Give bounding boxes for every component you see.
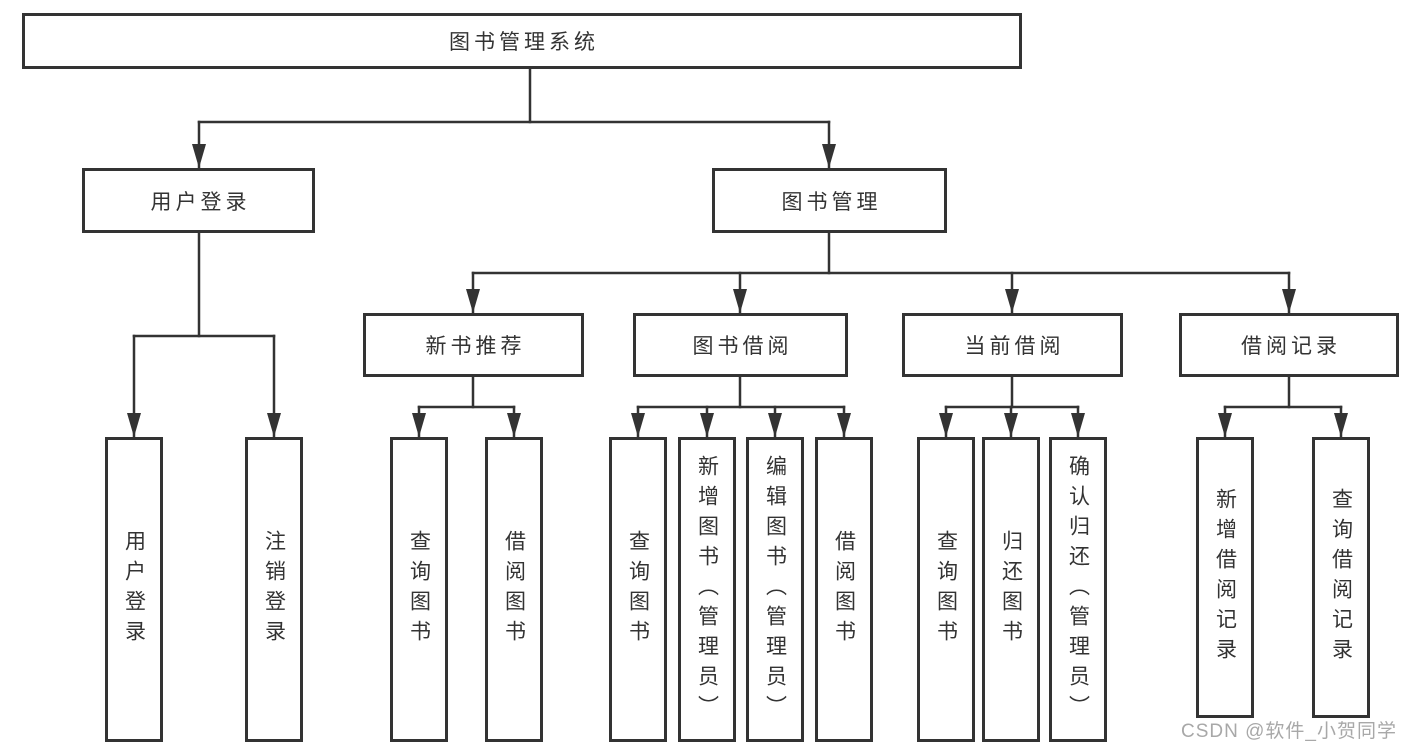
leaf-record-query: 查询借阅记录 bbox=[1312, 437, 1370, 718]
leaf-current-confirm-return-admin: 确认归还（管理员） bbox=[1049, 437, 1107, 742]
leaf-borrow-edit-admin: 编辑图书（管理员） bbox=[746, 437, 804, 742]
leaf-borrow-query: 查询图书 bbox=[609, 437, 667, 742]
csdn-watermark: CSDN @软件_小贺同学 bbox=[1181, 721, 1397, 742]
node-root-system: 图书管理系统 bbox=[22, 13, 1022, 69]
node-book-manage: 图书管理 bbox=[712, 168, 947, 233]
leaf-current-query: 查询图书 bbox=[917, 437, 975, 742]
leaf-user-logout: 注销登录 bbox=[245, 437, 303, 742]
leaf-newbook-borrow: 借阅图书 bbox=[485, 437, 543, 742]
node-current-borrow: 当前借阅 bbox=[902, 313, 1123, 377]
leaf-borrow-book: 借阅图书 bbox=[815, 437, 873, 742]
leaf-newbook-query: 查询图书 bbox=[390, 437, 448, 742]
leaf-borrow-add-admin: 新增图书（管理员） bbox=[678, 437, 736, 742]
node-user-login: 用户登录 bbox=[82, 168, 315, 233]
node-borrow-record: 借阅记录 bbox=[1179, 313, 1399, 377]
leaf-user-login: 用户登录 bbox=[105, 437, 163, 742]
node-new-book-recommend: 新书推荐 bbox=[363, 313, 584, 377]
leaf-record-add: 新增借阅记录 bbox=[1196, 437, 1254, 718]
leaf-current-return: 归还图书 bbox=[982, 437, 1040, 742]
node-book-borrow: 图书借阅 bbox=[633, 313, 848, 377]
